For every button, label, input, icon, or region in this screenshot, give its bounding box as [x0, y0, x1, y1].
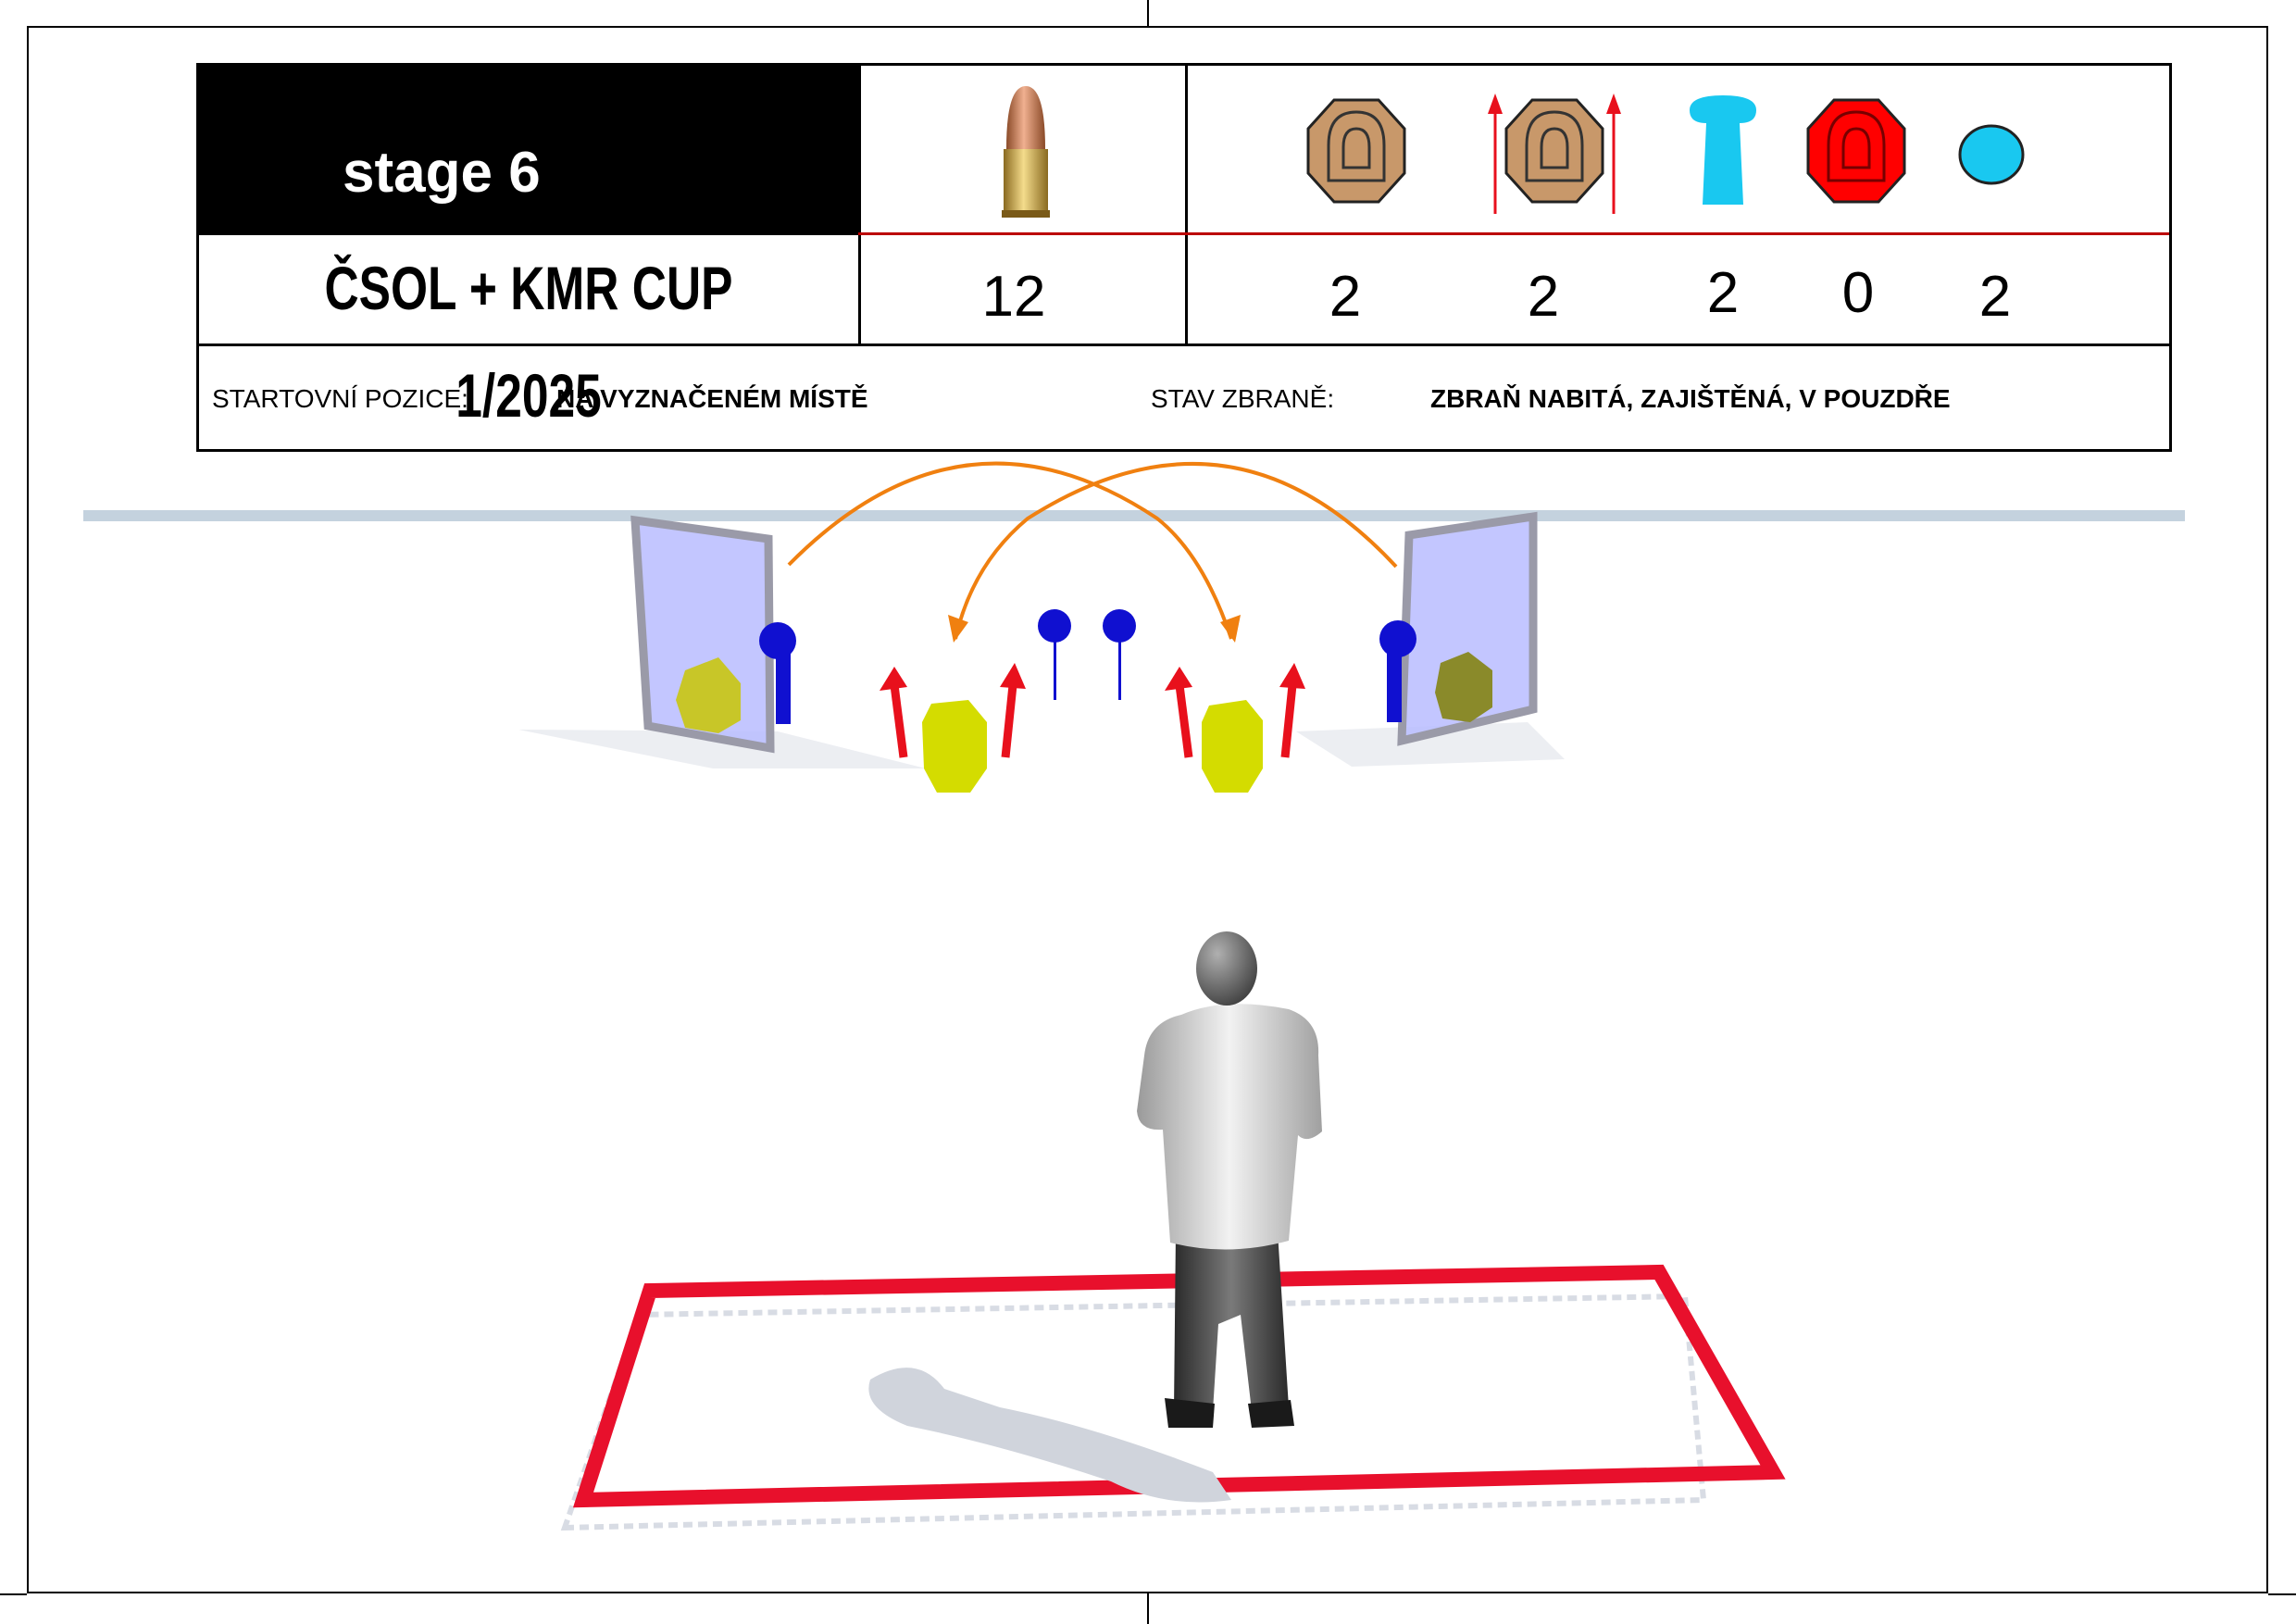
arc-arrowhead-right — [1220, 615, 1241, 643]
floor-shadow-left — [518, 730, 926, 768]
stage-header-table: stage 6 ČSOL + KMR CUP 1/2025 — [196, 63, 2172, 452]
right-popper-target — [1379, 620, 1416, 722]
cartridge-icon — [1002, 86, 1050, 218]
gun-state-label: STAV ZBRANĚ: — [1151, 384, 1335, 413]
event-title: ČSOL + KMR CUP 1/2025 — [324, 254, 733, 430]
table-divider-2 — [1185, 66, 1188, 345]
door-swing-arcs — [787, 461, 1398, 640]
start-box — [560, 1264, 1786, 1531]
table-rule-1 — [858, 232, 2169, 235]
table-rule-1b — [199, 232, 858, 235]
crop-mark-bottom — [1147, 1593, 1149, 1624]
moving-paper-target-icon — [1488, 94, 1621, 214]
steel-plate-2 — [1103, 609, 1136, 700]
start-position-label: STARTOVNÍ POZICE: — [212, 384, 468, 413]
moving-target-left — [880, 663, 1026, 793]
steel-plate-1 — [1038, 609, 1071, 700]
paper-target-icon — [1306, 98, 1406, 204]
table-rule-2 — [199, 344, 2169, 346]
moving-paper-target-count: 2 — [1527, 265, 1560, 329]
left-door-obstacle — [630, 515, 775, 754]
shooter-shadow — [868, 1368, 1231, 1503]
arc-arrowhead-left — [948, 615, 968, 643]
floor-shadow-right — [1296, 722, 1565, 767]
gun-state-value: ZBRAŇ NABITÁ, ZAJIŠTĚNÁ, V POUZDŘE — [1430, 384, 1951, 413]
table-divider-1 — [858, 66, 861, 345]
left-popper-target — [759, 622, 796, 724]
rounds-count: 12 — [981, 265, 1046, 329]
crop-mark-right — [2268, 1593, 2296, 1595]
shooter-figure — [1137, 931, 1322, 1428]
crop-mark-left — [0, 1593, 27, 1595]
plate-target-count: 2 — [1978, 265, 2012, 329]
paper-target-count: 2 — [1329, 265, 1362, 329]
popper-target-count: 2 — [1706, 261, 1740, 325]
moving-target-right — [1165, 663, 1305, 793]
stage-title-cell: stage 6 — [199, 66, 858, 234]
stage-title: stage 6 — [343, 141, 541, 205]
right-door-obstacle — [1397, 511, 1538, 746]
popper-target-icon — [1690, 95, 1756, 205]
header-icons — [1002, 86, 2025, 218]
no-shoot-target-count: 0 — [1841, 261, 1875, 325]
back-berm — [83, 510, 2185, 521]
crop-mark-top — [1147, 0, 1149, 26]
page-frame — [27, 26, 2268, 1593]
start-position-value: NA VYZNAČENÉM MÍSTĚ — [556, 384, 868, 413]
no-shoot-target-icon — [1806, 98, 1906, 204]
plate-target-icon — [1958, 124, 2025, 185]
